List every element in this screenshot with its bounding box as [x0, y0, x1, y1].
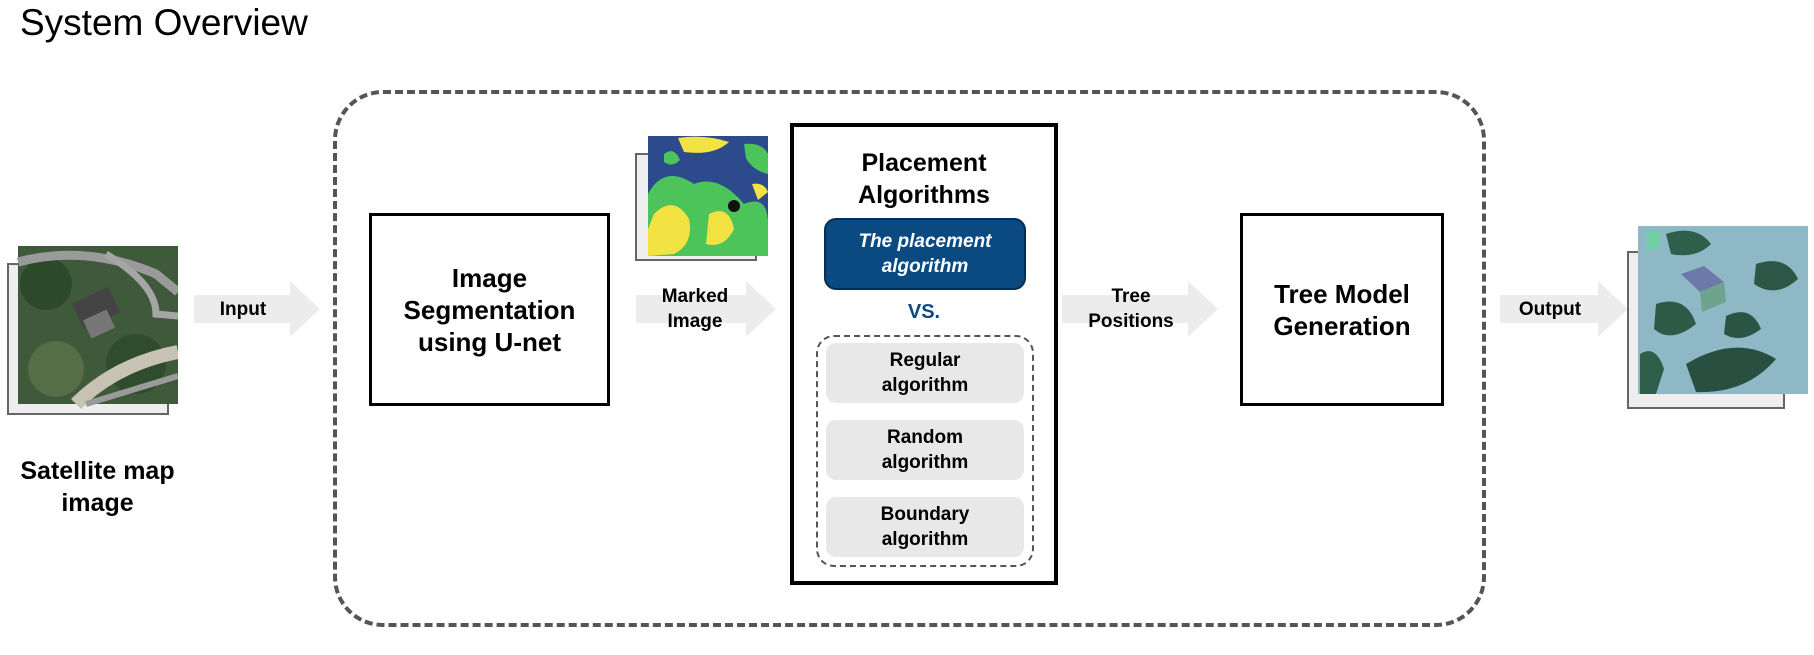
satellite-image-caption: Satellite map image: [0, 455, 195, 519]
arrow-label-line: Marked: [661, 286, 729, 307]
regular-algorithm: Regular algorithm: [826, 343, 1024, 403]
marked-image-arrow: Marked Image: [636, 281, 776, 337]
placement-title: Placement Algorithms: [794, 147, 1054, 211]
alt-line: Regular: [889, 350, 961, 371]
arrow-shape: [1500, 281, 1628, 337]
alt-line: algorithm: [881, 375, 969, 396]
pipeline-container: [333, 90, 1486, 627]
boundary-algorithm: Boundary algorithm: [826, 497, 1024, 557]
title-line: Placement: [861, 149, 987, 177]
box-line: Image: [451, 262, 528, 293]
box-line: using U-net: [417, 326, 561, 357]
output-render-graphic: [1627, 226, 1808, 409]
satellite-image: [6, 244, 181, 416]
segmentation-box: Image Segmentation using U-net: [369, 213, 610, 406]
alt-line: algorithm: [881, 452, 969, 473]
marked-image: [634, 134, 770, 262]
satellite-image-graphic: [7, 246, 181, 415]
alt-line: Boundary: [880, 504, 970, 525]
output-render-image: [1626, 224, 1808, 410]
arrow-label: Tree Positions: [1088, 284, 1174, 334]
arrow-label: Marked Image: [662, 284, 729, 334]
arrow-shape: [636, 281, 776, 337]
vs-label: VS.: [907, 301, 941, 323]
arrow-label: Input: [219, 298, 267, 320]
tree-model-generation-box: Tree Model Generation: [1240, 213, 1444, 406]
arrow-shape: [194, 281, 320, 337]
proposed-algorithm: The placement algorithm: [824, 218, 1026, 290]
arrow-shape: [1062, 281, 1218, 337]
title-line: Algorithms: [858, 181, 990, 209]
arrow-label-line: Image: [667, 311, 723, 332]
caption-line: image: [61, 489, 134, 517]
arrow-label-line: Tree: [1111, 286, 1151, 307]
proposed-line: The placement: [858, 231, 992, 252]
alternative-algorithms-group: Regular algorithm Random algorithm Bound…: [816, 335, 1034, 567]
box-line: Generation: [1273, 310, 1411, 341]
arrow-label: Output: [1518, 298, 1582, 320]
alt-line: algorithm: [881, 529, 969, 550]
input-arrow: Input: [194, 281, 320, 337]
arrow-label-line: Positions: [1088, 311, 1174, 332]
random-algorithm: Random algorithm: [826, 420, 1024, 480]
box-line: Tree Model: [1274, 278, 1410, 309]
alt-line: Random: [887, 427, 963, 448]
proposed-line: algorithm: [881, 256, 969, 277]
marked-image-graphic: [635, 136, 768, 261]
output-arrow: Output: [1500, 281, 1628, 337]
placement-algorithms-box: Placement Algorithms The placement algor…: [790, 123, 1058, 585]
caption-line: Satellite map: [20, 457, 175, 485]
tree-positions-arrow: Tree Positions: [1062, 281, 1218, 337]
box-line: Segmentation: [403, 294, 576, 325]
diagram-title: System Overview: [20, 2, 308, 43]
